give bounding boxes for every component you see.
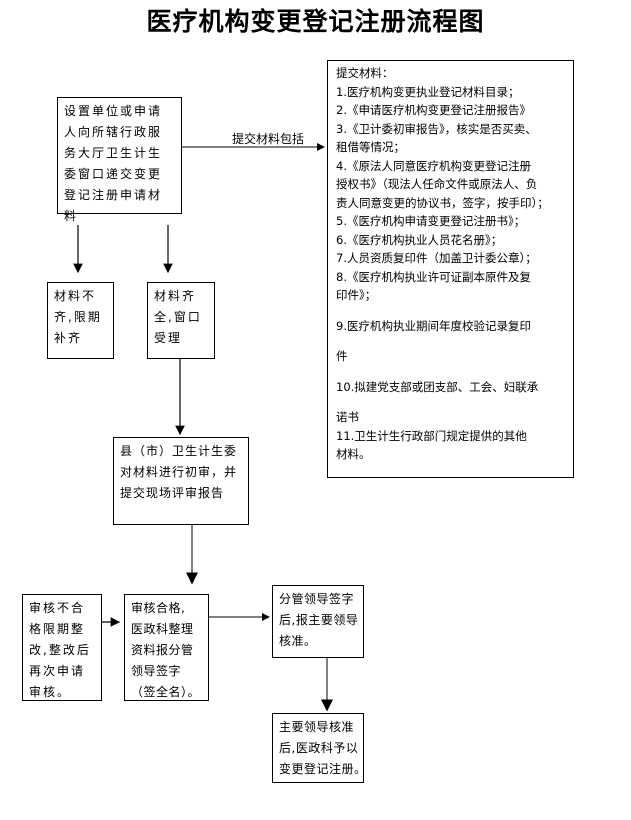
fail-box: 审核不合 格限期整 改,整改后 再次申请 审核。 (22, 594, 102, 701)
box-line: 核准。 (279, 634, 317, 648)
box-line: 变更登记注册。 (279, 762, 367, 776)
box-line: 材料齐 (154, 289, 197, 303)
material-item: 10.拟建党支部或团支部、工会、妇联承 (336, 379, 539, 394)
material-item: 授权书》（现法人任命文件或原法人、负 (336, 177, 538, 191)
box-line: 改,整改后 (29, 643, 91, 657)
page-title: 医疗机构变更登记注册流程图 (146, 7, 485, 36)
material-item: 租借等情况； (336, 140, 405, 154)
box-line: 设置单位或申请 (64, 104, 163, 118)
box-line: 登记注册申请材 (64, 188, 163, 202)
material-item: 诺书 (336, 410, 359, 424)
material-item: 材料。 (336, 447, 371, 461)
box-line: 审核不合 (29, 601, 86, 615)
box-line: 分管领导签字 (279, 592, 355, 606)
material-item: 9.医疗机构执业期间年度校验记录复印 (336, 318, 531, 333)
box-line: 医政科整理 (131, 622, 194, 636)
edge-label-materials: 提交材料包括 (232, 132, 305, 146)
chief-approval-box: 主要领导核准 后,医政科予以 变更登记注册。 (272, 713, 367, 783)
material-item: 7.人员资质复印件（加盖卫计委公章）； (336, 251, 537, 265)
box-line: 人向所辖行政服 (64, 125, 163, 139)
box-line: 齐,限期 (54, 310, 102, 324)
box-line: 委窗口递交变更 (64, 167, 163, 181)
material-item: 6.《医疗机构执业人员花名册》； (336, 232, 503, 247)
material-item: 3.《卫计委初审报告》，核实是否买卖、 (336, 121, 537, 136)
box-line: 对材料进行初审，并 (120, 465, 238, 479)
complete-box: 材料齐 全,窗口 受理 (147, 282, 215, 359)
deputy-approval-box: 分管领导签字 后,报主要领导 核准。 (272, 585, 364, 658)
materials-heading: 提交材料： (336, 66, 394, 80)
material-item: 4.《原法人同意医疗机构变更登记注册 (336, 158, 531, 173)
material-item: 5.《医疗机构申请变更登记注册书》； (336, 214, 526, 228)
material-item: 印件》； (336, 288, 377, 302)
material-item: 责人同意变更的协议书，签字，按手印）； (336, 195, 549, 210)
incomplete-box: 材料不 齐,限期 补齐 (47, 282, 114, 359)
box-line: 再次申请 (29, 664, 86, 678)
box-line: 后,医政科予以 (279, 741, 359, 755)
box-line: 主要领导核准 (279, 720, 355, 734)
box-line: 审核合格, (131, 601, 186, 615)
box-line: 料 (64, 209, 79, 223)
box-line: 提交现场评审报告 (120, 486, 225, 500)
box-line: 务大厅卫生计生 (64, 146, 163, 160)
initial-review-box: 县（市）卫生计生委 对材料进行初审，并 提交现场评审报告 (113, 437, 249, 525)
box-line: 领导签字 (131, 664, 182, 678)
material-item: 件 (336, 349, 348, 363)
box-line: 格限期整 (29, 622, 86, 636)
box-line: 受理 (154, 331, 183, 345)
material-item: 8.《医疗机构执业许可证副本原件及复 (336, 269, 531, 284)
box-line: （签全名）。 (131, 685, 201, 699)
box-line: 后,报主要领导 (279, 613, 359, 627)
box-line: 材料不 (54, 289, 97, 303)
box-line: 全,窗口 (154, 310, 202, 324)
material-item: 1.医疗机构变更执业登记材料目录； (336, 84, 520, 99)
box-line: 县（市）卫生计生委 (120, 444, 238, 458)
apply-box: 设置单位或申请 人向所辖行政服 务大厅卫生计生 委窗口递交变更 登记注册申请材 … (57, 97, 182, 223)
box-line: 审核。 (29, 685, 72, 699)
material-item: 11.卫生计生行政部门规定提供的其他 (336, 428, 527, 443)
box-line: 资料报分管 (131, 643, 194, 657)
box-line: 补齐 (54, 331, 83, 345)
materials-list-box: 提交材料： 1.医疗机构变更执业登记材料目录； 2.《申请医疗机构变更登记注册报… (327, 60, 574, 478)
material-item: 2.《申请医疗机构变更登记注册报告》 (336, 103, 531, 117)
pass-box: 审核合格, 医政科整理 资料报分管 领导签字 （签全名）。 (124, 594, 209, 701)
